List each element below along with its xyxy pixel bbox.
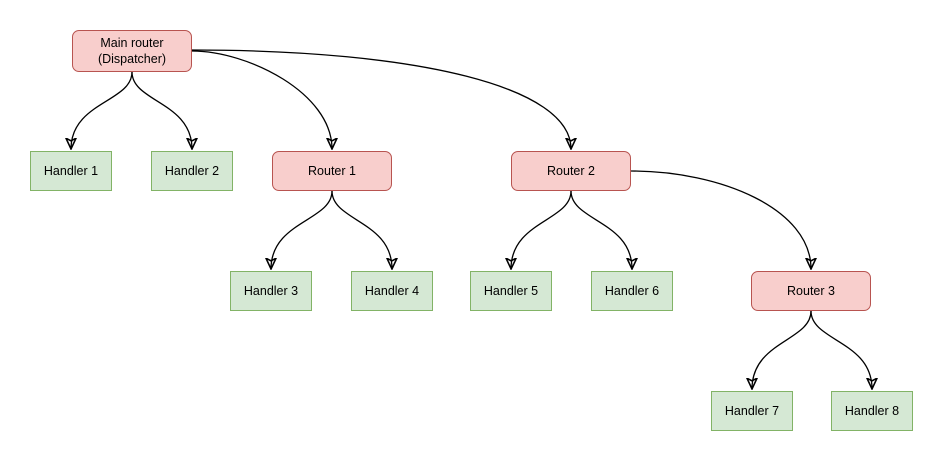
edge-main-router-to-handler-1 (71, 71, 133, 149)
edge-router-3-to-handler-7 (752, 310, 812, 389)
handler-1-label: Handler 1 (43, 163, 99, 178)
edge-main-router-to-router-1 (191, 50, 332, 149)
node-handler-1[interactable]: Handler 1 (30, 151, 112, 191)
edge-router-2-to-router-3 (630, 170, 811, 269)
node-router-2[interactable]: Router 2 (511, 151, 631, 191)
main-router-label-line1: Main router (100, 35, 164, 50)
edge-main-router-to-router-2 (191, 49, 571, 149)
node-handler-3[interactable]: Handler 3 (230, 271, 312, 311)
handler-5-label: Handler 5 (483, 283, 539, 298)
node-router-1[interactable]: Router 1 (272, 151, 392, 191)
handler-4-label: Handler 4 (364, 283, 420, 298)
edge-router-2-to-handler-6 (570, 190, 632, 269)
router-2-label: Router 2 (547, 163, 595, 178)
edge-router-1-to-handler-4 (331, 190, 392, 269)
handler-3-label: Handler 3 (243, 283, 299, 298)
node-handler-4[interactable]: Handler 4 (351, 271, 433, 311)
router-1-label: Router 1 (308, 163, 356, 178)
node-handler-7[interactable]: Handler 7 (711, 391, 793, 431)
node-handler-5[interactable]: Handler 5 (470, 271, 552, 311)
handler-6-label: Handler 6 (604, 283, 660, 298)
node-handler-2[interactable]: Handler 2 (151, 151, 233, 191)
edge-router-3-to-handler-8 (810, 310, 872, 389)
node-handler-8[interactable]: Handler 8 (831, 391, 913, 431)
node-handler-6[interactable]: Handler 6 (591, 271, 673, 311)
node-router-3[interactable]: Router 3 (751, 271, 871, 311)
handler-2-label: Handler 2 (164, 163, 220, 178)
edge-router-2-to-handler-5 (511, 190, 572, 269)
handler-7-label: Handler 7 (724, 403, 780, 418)
handler-8-label: Handler 8 (844, 403, 900, 418)
node-main-router[interactable]: Main router (Dispatcher) (72, 30, 192, 72)
router-3-label: Router 3 (787, 283, 835, 298)
edge-main-router-to-handler-2 (131, 71, 192, 149)
edge-router-1-to-handler-3 (271, 190, 333, 269)
main-router-label-line2: (Dispatcher) (97, 52, 167, 66)
